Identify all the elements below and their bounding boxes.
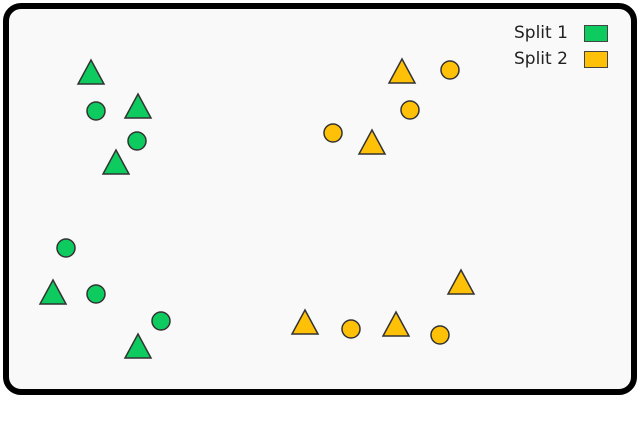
triangle-marker (38, 278, 68, 305)
circle-marker (400, 100, 420, 120)
triangle-marker (387, 57, 417, 84)
legend-swatch-yellow (584, 50, 608, 68)
legend: Split 1 Split 2 (514, 20, 608, 72)
circle-marker (440, 60, 460, 80)
legend-swatch-green (584, 24, 608, 42)
triangle-marker (446, 268, 476, 295)
legend-item-split-1: Split 1 (514, 20, 608, 46)
triangle-marker (357, 128, 387, 155)
circle-marker (323, 123, 343, 143)
triangle-marker (101, 148, 131, 175)
triangle-marker (290, 308, 320, 335)
triangle-marker (123, 332, 153, 359)
legend-label: Split 1 (514, 23, 568, 43)
plot-panel (3, 3, 637, 395)
circle-marker (56, 238, 76, 258)
circle-marker (86, 101, 106, 121)
legend-label: Split 2 (514, 49, 568, 69)
triangle-marker (123, 92, 153, 119)
triangle-marker (76, 58, 106, 85)
circle-marker (430, 325, 450, 345)
circle-marker (86, 284, 106, 304)
legend-item-split-2: Split 2 (514, 46, 608, 72)
circle-marker (127, 131, 147, 151)
triangle-marker (381, 310, 411, 337)
circle-marker (341, 319, 361, 339)
circle-marker (151, 311, 171, 331)
